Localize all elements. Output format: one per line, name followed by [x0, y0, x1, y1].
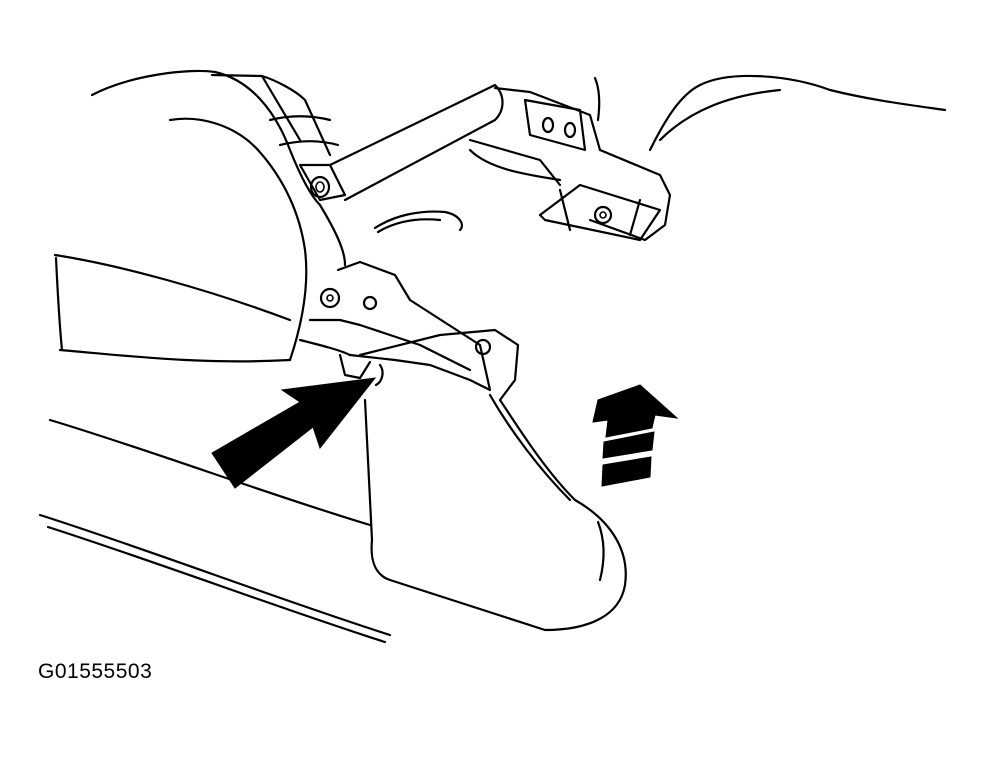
- upward-direction-arrow-icon: [592, 384, 679, 487]
- recliner-bracket: [298, 260, 492, 392]
- seat-belt-buckle: [210, 73, 347, 202]
- figure-id-label: G01555503: [38, 660, 153, 683]
- seat-frame-lines: [38, 418, 392, 644]
- seat-cushion: [53, 69, 347, 363]
- seat-back-rail: [328, 76, 672, 242]
- side-trim-cover: [358, 328, 627, 632]
- wire-cable: [373, 210, 463, 234]
- adjacent-seat-edge: [648, 74, 947, 152]
- pointer-arrow-icon: [211, 377, 377, 489]
